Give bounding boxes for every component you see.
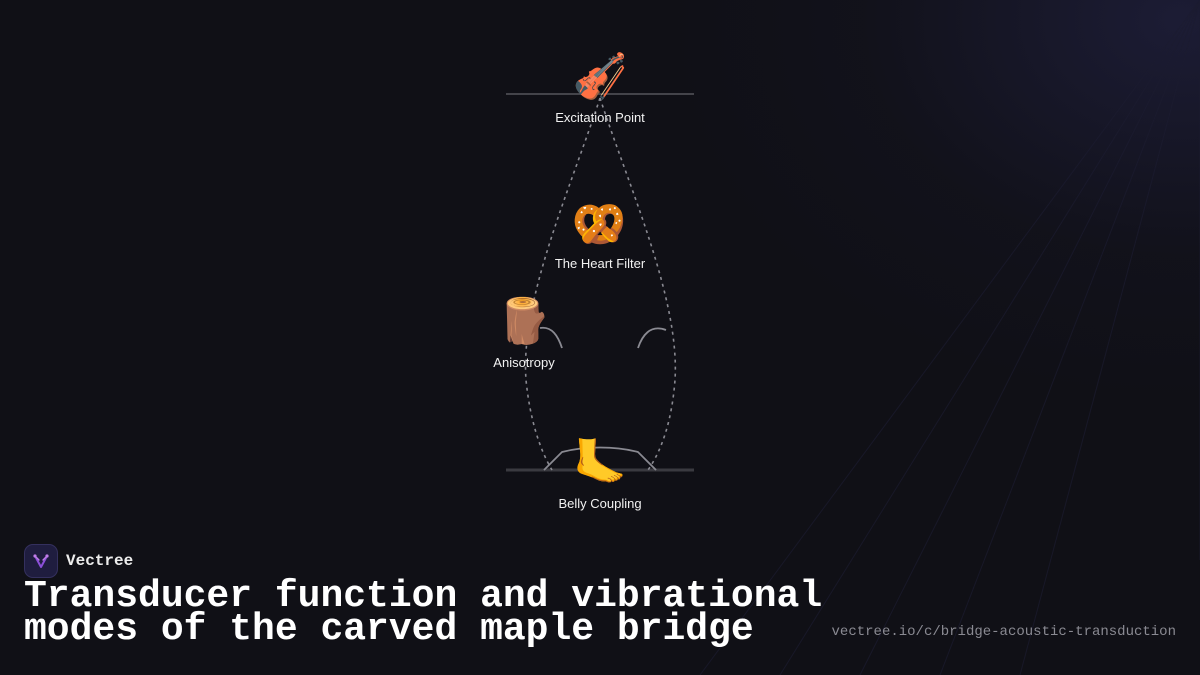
bridge-feet-outline bbox=[543, 446, 657, 471]
source-url: vectree.io/c/bridge-acoustic-transductio… bbox=[831, 624, 1176, 640]
violin-icon: 🎻 bbox=[572, 51, 628, 102]
brand-name: Vectree bbox=[66, 552, 134, 570]
pretzel-icon: 🥨 bbox=[571, 199, 627, 250]
node-label-belly-coupling: Belly Coupling bbox=[558, 496, 642, 511]
vectree-logo-icon bbox=[24, 544, 58, 578]
bridge-kidney-right bbox=[637, 327, 667, 349]
foot-icon: 🦶 bbox=[572, 437, 628, 488]
page-title: Transducer function and vibrational mode… bbox=[24, 575, 823, 651]
node-label-heart-filter: The Heart Filter bbox=[554, 256, 646, 271]
node-label-excitation-point: Excitation Point bbox=[555, 110, 645, 125]
vibration-path-left bbox=[524, 97, 601, 471]
bridge-kidney-left bbox=[539, 326, 563, 349]
brand: Vectree bbox=[24, 544, 133, 578]
wood-log-icon: 🪵 bbox=[496, 296, 552, 347]
vibration-path-right bbox=[599, 97, 677, 471]
node-label-anisotropy: Anisotropy bbox=[493, 355, 555, 370]
